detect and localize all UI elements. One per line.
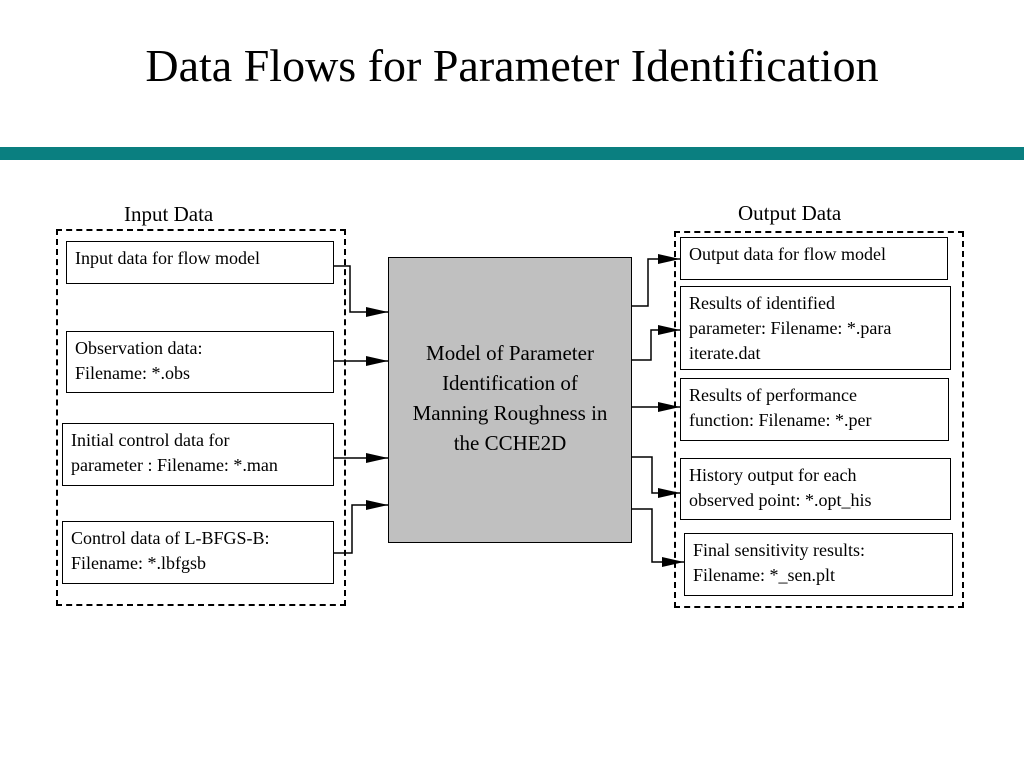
input-data-group	[56, 229, 346, 606]
output-box-performance: Results of performance function: Filenam…	[680, 378, 949, 441]
output-box-flow-model: Output data for flow model	[680, 237, 948, 280]
output-box-sensitivity: Final sensitivity results: Filename: *_s…	[684, 533, 953, 596]
slide-title: Data Flows for Parameter Identification	[145, 40, 879, 91]
arrow-output-flow-model	[632, 254, 680, 307]
accent-rule	[0, 147, 1024, 160]
input-box-initial-control: Initial control data for parameter : Fil…	[62, 423, 334, 486]
output-box-identified-parameter: Results of identified parameter: Filenam…	[680, 286, 951, 370]
output-box-history: History output for each observed point: …	[680, 458, 951, 520]
input-box-lbfgsb: Control data of L-BFGS-B: Filename: *.lb…	[62, 521, 334, 584]
input-box-flow-model: Input data for flow model	[66, 241, 334, 284]
output-data-label: Output Data	[738, 201, 842, 225]
input-box-observation: Observation data: Filename: *.obs	[66, 331, 334, 393]
arrow-input-lbfgsb	[334, 500, 388, 554]
output-data-group	[674, 231, 964, 608]
arrow-input-flow-model	[334, 265, 388, 317]
arrow-output-identified-parameter	[632, 325, 680, 361]
model-box: Model of Parameter Identification of Man…	[388, 257, 632, 543]
arrow-output-sensitivity	[632, 508, 684, 567]
input-data-label: Input Data	[124, 202, 214, 226]
arrow-output-history	[632, 456, 680, 498]
